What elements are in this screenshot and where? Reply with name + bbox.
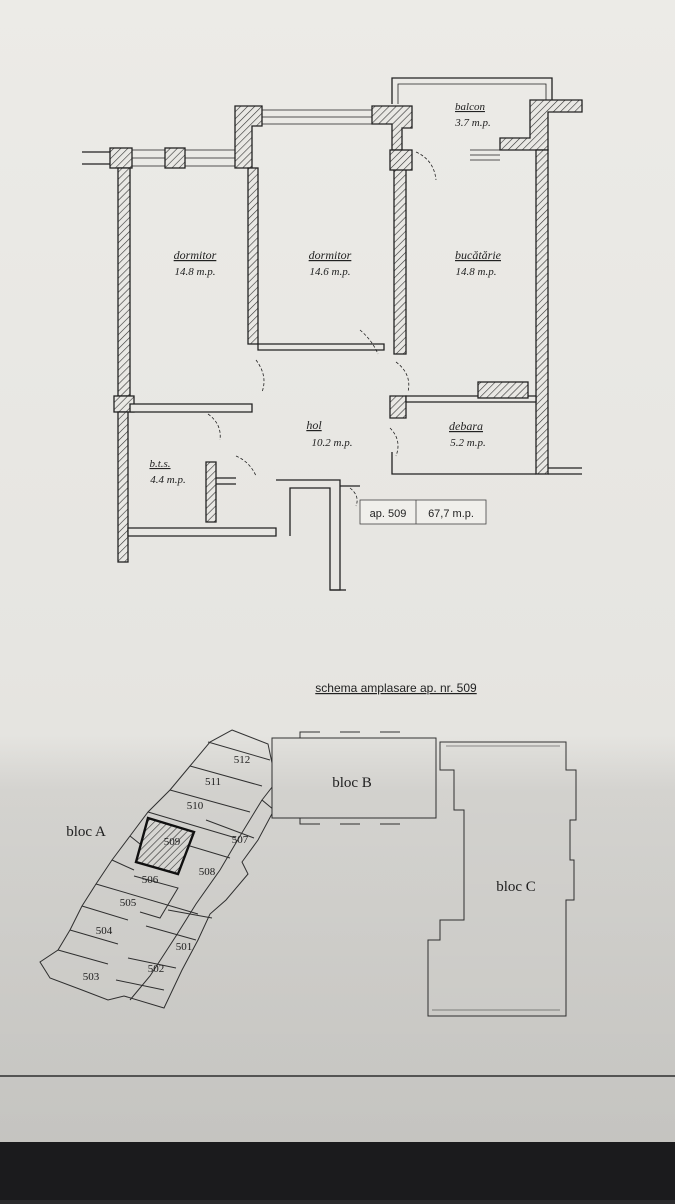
unit-number: 506 [142, 874, 159, 886]
room-name-balcon: balcon [455, 101, 485, 113]
room-name-dormitor-left: dormitor [174, 248, 217, 262]
room-area-balcon: 3.7 m.p. [454, 117, 490, 129]
unit-number: 510 [187, 800, 204, 812]
unit-number: 512 [234, 754, 251, 766]
unit-number: 509 [164, 836, 181, 848]
room-area-dormitor-left: 14.8 m.p. [175, 266, 216, 278]
site-plan-title: schema amplasare ap. nr. 509 [315, 681, 477, 695]
room-name-bts: b.t.s. [149, 458, 170, 470]
unit-number: 503 [83, 971, 100, 983]
unit-number: 508 [199, 866, 216, 878]
unit-number: 501 [176, 941, 193, 953]
unit-number: 507 [232, 834, 249, 846]
site-plan [39, 729, 577, 1017]
room-name-debara: debara [449, 419, 483, 433]
unit-number: 505 [120, 897, 137, 909]
room-labels: dormitor 14.8 m.p. dormitor 14.6 m.p. bu… [149, 101, 501, 486]
floor-plan [82, 77, 583, 591]
apartment-tag-label: ap. 509 [370, 508, 407, 520]
dark-background-strip [0, 1142, 675, 1200]
room-area-debara: 5.2 m.p. [450, 437, 485, 449]
unit-number: 502 [148, 963, 165, 975]
bloc-b-label: bloc B [332, 775, 372, 791]
apartment-tag: ap. 509 67,7 m.p. [359, 499, 487, 525]
room-area-bts: 4.4 m.p. [150, 474, 185, 486]
apartment-tag-area: 67,7 m.p. [428, 508, 474, 520]
room-name-bucatarie: bucătărie [455, 248, 502, 262]
room-name-dormitor-mid: dormitor [309, 248, 352, 262]
room-area-dormitor-mid: 14.6 m.p. [310, 266, 351, 278]
unit-numbers: 512 511 510 509 507 506 508 505 504 501 … [83, 754, 251, 983]
room-area-hol: 10.2 m.p. [312, 437, 353, 449]
bloc-a-label: bloc A [66, 824, 106, 840]
unit-number: 504 [96, 925, 113, 937]
unit-509-highlight [134, 816, 196, 876]
room-name-hol: hol [306, 418, 322, 432]
bloc-c-label: bloc C [496, 879, 536, 895]
unit-number: 511 [205, 776, 221, 788]
room-area-bucatarie: 14.8 m.p. [456, 266, 497, 278]
